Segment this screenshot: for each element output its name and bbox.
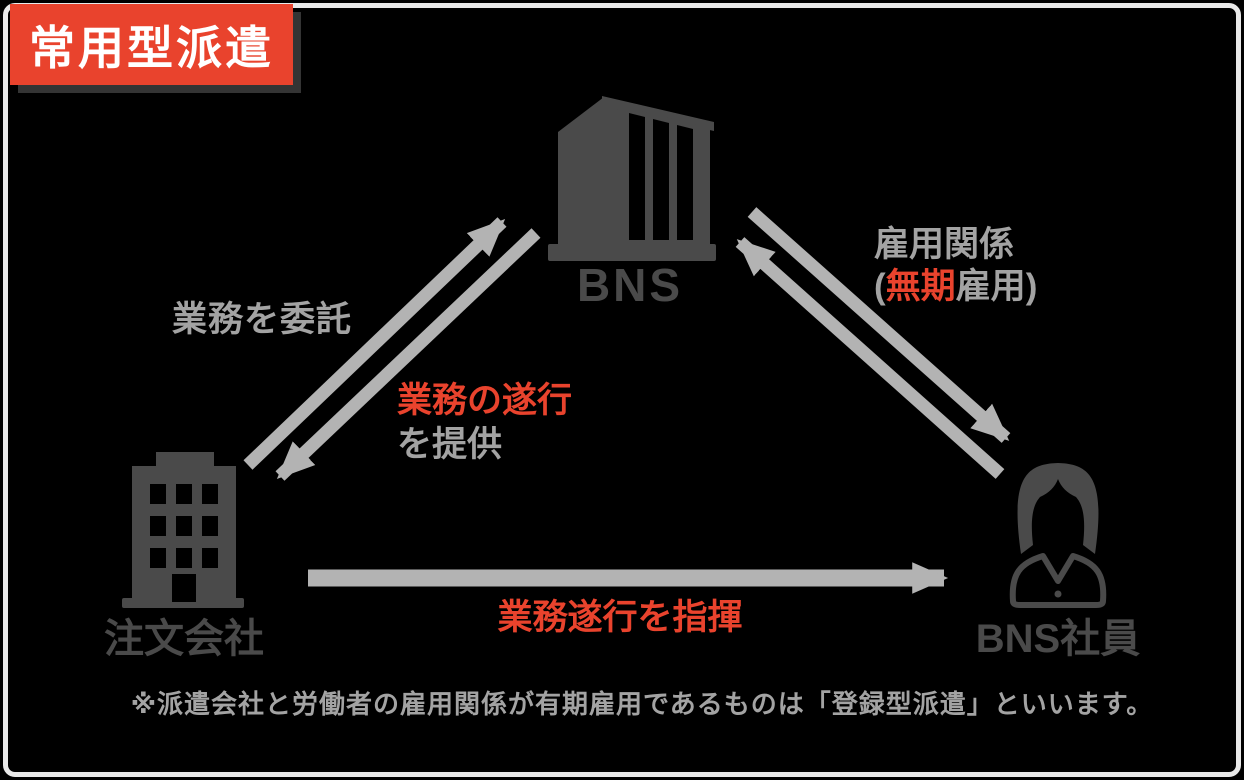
bns-building-icon	[548, 96, 716, 261]
client-node-label: 注文会社	[104, 617, 264, 661]
title-badge: 常用型派遣	[10, 4, 293, 85]
provide-label-red: 業務の遂行	[397, 381, 573, 420]
employment-label-red: 無期	[885, 267, 956, 306]
person-hair	[1017, 463, 1099, 554]
employment-paren-open: (	[874, 267, 886, 306]
arrow-bns-to-employee	[747, 207, 1011, 443]
provide-label-rest: を提供	[397, 425, 503, 464]
employment-label-rest: 雇用	[955, 267, 1026, 306]
person-shoulders	[1009, 553, 1107, 608]
consign-edge-label: 業務を委託	[172, 300, 353, 339]
arrow-bns-to-client	[275, 228, 541, 481]
bns-employee-icon	[1009, 463, 1107, 608]
arrow-client-to-bns	[243, 217, 507, 470]
person-button	[1054, 590, 1062, 598]
employment-label-line1: 雇用関係	[874, 225, 1015, 264]
arrow-employee-to-bns	[735, 237, 1005, 479]
employee-node-label: BNS社員	[975, 617, 1141, 661]
footnote: ※派遣会社と労働者の雇用関係が有期雇用であるものは「登録型派遣」といいます。	[130, 689, 1154, 719]
client-building-icon	[122, 452, 244, 608]
employment-edge-label: 雇用関係 (無期雇用)	[874, 224, 1037, 308]
bns-node-label: BNS	[576, 259, 684, 311]
diagram-frame	[3, 3, 1241, 777]
employment-paren-close: )	[1025, 267, 1038, 306]
direct-edge-label: 業務遂行を指揮	[497, 598, 743, 637]
arrow-group	[243, 207, 1011, 594]
title-badge-label: 常用型派遣	[29, 21, 274, 74]
provide-edge-label: 業務の遂行 を提供	[397, 379, 572, 467]
